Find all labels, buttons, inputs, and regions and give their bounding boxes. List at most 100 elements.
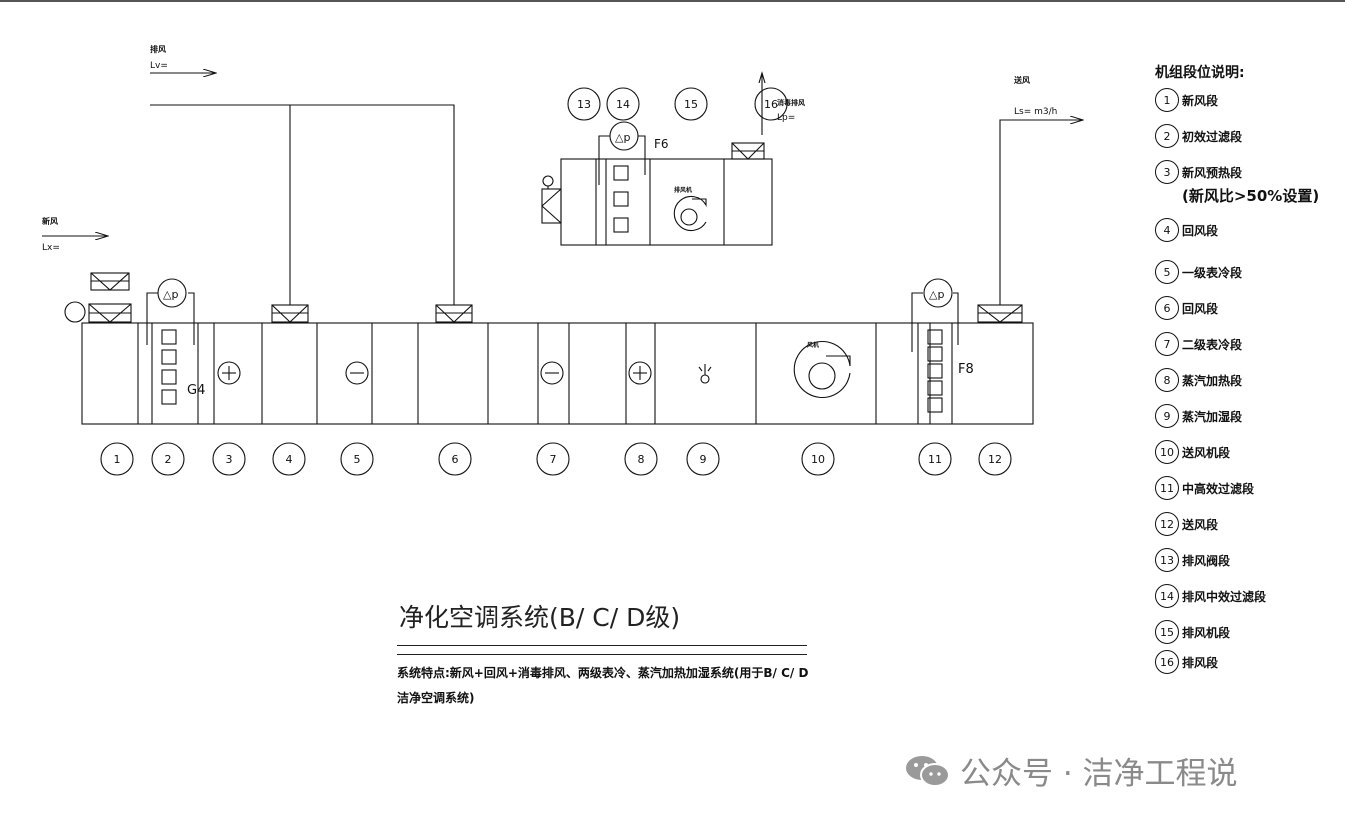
legend-text: 蒸汽加热段	[1182, 368, 1242, 389]
legend-number: 13	[1155, 548, 1179, 572]
label-g4: G4	[187, 383, 205, 398]
legend-label: 排风段	[1182, 656, 1219, 670]
legend-number: 16	[1155, 650, 1179, 674]
dp-label-3: △p	[929, 288, 944, 301]
upper-section-number-16: 16	[764, 98, 778, 111]
legend-label: 新风预热段	[1182, 166, 1243, 180]
section-circle-5	[340, 442, 374, 476]
legend-label: 二级表冷段	[1182, 338, 1243, 352]
section-circle-12	[978, 442, 1012, 476]
watermark: 公众号 · 洁净工程说	[904, 748, 1238, 793]
section-number-7: 7	[550, 453, 557, 466]
pressure-gauge-2	[609, 121, 639, 151]
upper-section-circle-15	[674, 87, 708, 121]
legend-label: 蒸汽加热段	[1182, 374, 1243, 388]
upper-section-circle-14	[606, 87, 640, 121]
damper-fresh	[88, 272, 132, 323]
section-circle-9	[686, 442, 720, 476]
section-circle-1	[100, 442, 134, 476]
label-f6: F6	[654, 137, 669, 151]
section-circle-11	[918, 442, 952, 476]
label-supply-air: 送风	[1013, 75, 1030, 85]
legend-label: 蒸汽加湿段	[1182, 410, 1243, 424]
label-exhaust: 排风	[150, 44, 166, 54]
legend-text: 回风段	[1182, 296, 1218, 317]
legend-label: 排风阀段	[1182, 554, 1231, 568]
upper-section-circle-16	[754, 87, 788, 121]
section-circle-3	[212, 442, 246, 476]
section-number-4: 4	[286, 453, 293, 466]
legend-number: 14	[1155, 584, 1179, 608]
label-lp: Lp=	[777, 113, 795, 123]
title-block: 净化空调系统(B/ C/ D级) 系统特点:新风+回风+消毒排风、两级表冷、蒸汽…	[397, 598, 808, 711]
top-border	[0, 0, 1345, 2]
exhaust-damper-top	[731, 142, 765, 160]
legend-label: 回风段	[1182, 302, 1219, 316]
exhaust-filter-f6	[598, 135, 646, 245]
label-ls: Ls= m3/h	[1014, 107, 1057, 117]
title-rule-2	[397, 654, 807, 655]
title-rule-1	[397, 645, 807, 646]
damper-return-6	[435, 304, 473, 323]
upper-section-circle-13	[567, 87, 601, 121]
legend-text: 新风段	[1182, 88, 1218, 109]
pressure-gauge-1	[157, 278, 187, 308]
legend-sublabel: (新风比>50%设置)	[1182, 187, 1320, 205]
legend-number: 15	[1155, 620, 1179, 644]
section-dividers	[137, 323, 953, 424]
label-exhaust-fan: 排风机	[674, 186, 692, 194]
exhaust-damper-valve	[541, 175, 562, 224]
legend-number: 9	[1155, 404, 1179, 428]
section-circle-6	[438, 442, 472, 476]
dp-label-2: △p	[615, 131, 630, 144]
section-circle-8	[624, 442, 658, 476]
legend-number: 12	[1155, 512, 1179, 536]
supply-duct	[999, 120, 1083, 305]
section-circle-10	[801, 442, 835, 476]
legend-label: 送风段	[1182, 518, 1219, 532]
legend-label: 初效过滤段	[1182, 130, 1243, 144]
legend-number: 2	[1155, 124, 1179, 148]
legend-text: 送风机段	[1182, 440, 1230, 461]
legend-text: 排风机段	[1182, 620, 1230, 641]
legend-text: 排风段	[1182, 650, 1218, 671]
label-lv: Lv=	[150, 61, 168, 71]
preheat-coil-symbol	[217, 361, 241, 385]
humidifier-symbol	[698, 364, 712, 384]
label-f8: F8	[958, 362, 974, 377]
legend-text: 排风中效过滤段	[1182, 584, 1266, 605]
watermark-text: 公众号 · 洁净工程说	[960, 756, 1238, 792]
damper-return-4	[271, 304, 309, 323]
damper-actuator	[64, 301, 86, 323]
dp-label-1: △p	[163, 288, 178, 301]
section-circle-4	[272, 442, 306, 476]
legend-title: 机组段位说明:	[1155, 65, 1245, 81]
ahu-schematic: 排风 Lv= 新风 Lx= 送风 Ls= m3/h 消毒排风 Lp= 排风机 风…	[42, 44, 1150, 476]
legend-number: 3	[1155, 160, 1179, 184]
legend-number: 10	[1155, 440, 1179, 464]
legend-number: 6	[1155, 296, 1179, 320]
heating-coil-symbol	[628, 361, 652, 385]
legend-number: 8	[1155, 368, 1179, 392]
section-circle-2	[151, 442, 185, 476]
cooling-coil-1-symbol	[345, 361, 369, 385]
legend-text: 二级表冷段	[1182, 332, 1242, 353]
exhaust-unit-body	[560, 158, 773, 246]
section-circle-7	[536, 442, 570, 476]
legend-number: 11	[1155, 476, 1179, 500]
legend-text: 新风预热段 (新风比>50%设置)	[1182, 160, 1319, 206]
pressure-gauge-3	[923, 278, 953, 308]
label-supply-fan: 风机	[807, 341, 819, 349]
upper-section-number-13: 13	[577, 98, 591, 111]
